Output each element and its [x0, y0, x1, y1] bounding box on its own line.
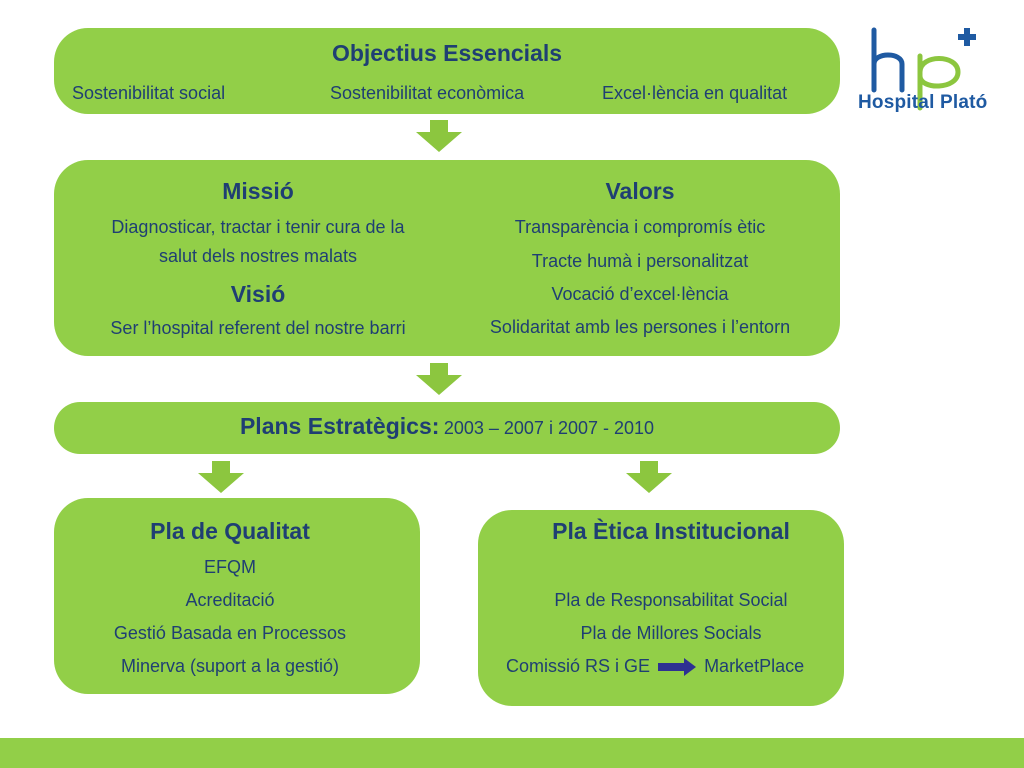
objectives-box — [54, 28, 840, 114]
ethics-item-3-left: Comissió RS i GE — [506, 656, 651, 676]
hospital-plato-logo — [871, 27, 976, 111]
quality-item-3: Gestió Basada en Processos — [113, 623, 347, 643]
value-item-2: Tracte humà i personalitzat — [531, 251, 749, 271]
quality-item-4: Minerva (suport a la gestió) — [120, 656, 340, 676]
objective-quality: Excel·lència en qualitat — [602, 83, 788, 103]
quality-plan-box — [54, 498, 420, 694]
logo-brand-text: Hospital Plató — [858, 92, 988, 113]
quality-plan-title: Pla de Qualitat — [150, 518, 310, 544]
vision-title: Visió — [230, 281, 286, 307]
ethics-plan-title: Pla Ètica Institucional — [552, 518, 790, 544]
ethics-plan-box — [478, 510, 844, 706]
objective-social: Sostenibilitat social — [72, 83, 226, 103]
footer-band — [0, 738, 1024, 768]
vision-text: Ser l’hospital referent del nostre barri — [110, 318, 406, 338]
strategic-plans-period: 2003 – 2007 i 2007 - 2010 — [443, 418, 655, 438]
mission-line-1: Diagnosticar, tractar i tenir cura de la — [111, 217, 405, 237]
mission-title: Missió — [222, 178, 294, 204]
quality-item-1: EFQM — [204, 557, 256, 577]
down-arrow-icon — [198, 461, 244, 493]
objective-economic: Sostenibilitat econòmica — [330, 83, 525, 103]
ethics-item-2: Pla de Millores Socials — [580, 623, 762, 643]
value-item-3: Vocació d’excel·lència — [551, 284, 729, 304]
mission-values-box — [54, 160, 840, 356]
mission-line-2: salut dels nostres malats — [158, 246, 358, 266]
ethics-item-3-right: MarketPlace — [704, 656, 805, 676]
ethics-item-1: Pla de Responsabilitat Social — [554, 590, 788, 610]
strategic-plans-line: Plans Estratègics: 2003 – 2007 i 2007 - … — [54, 413, 840, 440]
value-item-4: Solidaritat amb les persones i l’entorn — [489, 317, 791, 337]
down-arrow-icon — [416, 120, 462, 152]
value-item-1: Transparència i compromís ètic — [514, 217, 766, 237]
strategic-plans-box — [54, 402, 840, 454]
strategic-plans-title: Plans Estratègics: — [239, 413, 440, 439]
down-arrow-icon — [416, 363, 462, 395]
right-arrow-icon — [658, 658, 697, 677]
quality-item-2: Acreditació — [185, 590, 275, 610]
down-arrow-icon — [626, 461, 672, 493]
objectives-title: Objectius Essencials — [331, 40, 563, 66]
cross-icon — [958, 28, 976, 46]
ethics-item-3: Comissió RS i GE MarketPlace — [506, 656, 804, 677]
values-title: Valors — [605, 178, 675, 204]
